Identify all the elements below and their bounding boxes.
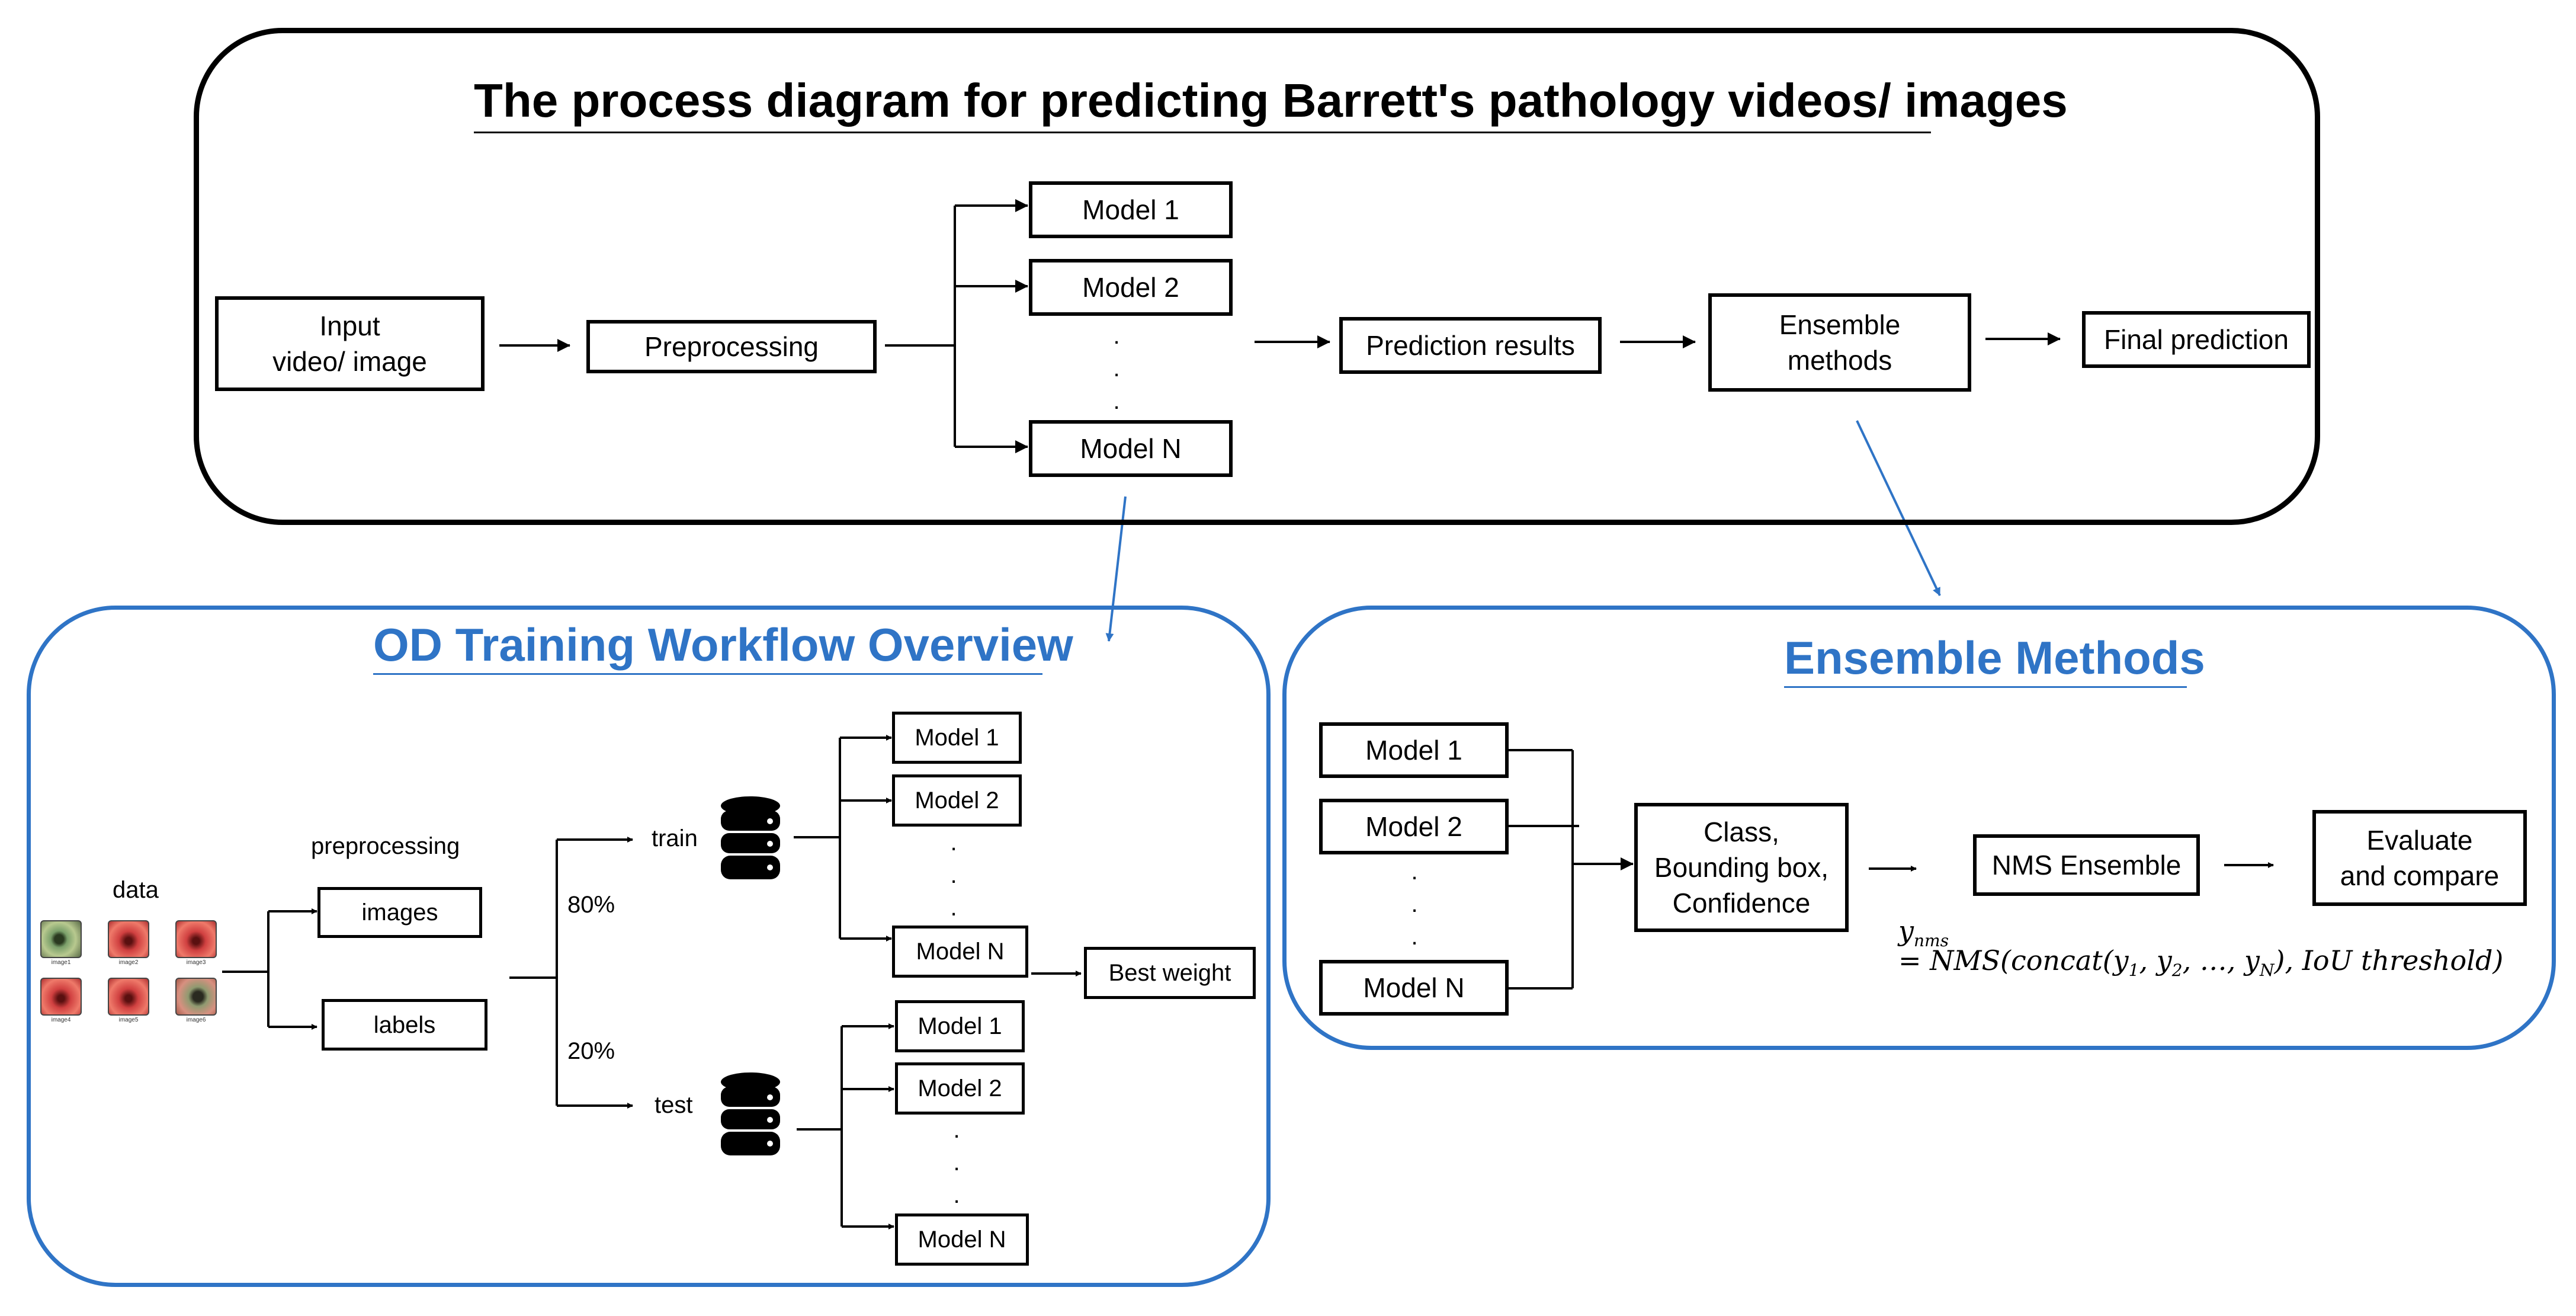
test-model-1-box: Model 1 [895, 1000, 1025, 1052]
thumbnail-caption: image1 [51, 959, 71, 966]
test-database-icon [721, 1072, 780, 1155]
data-thumbnail-6 [175, 978, 217, 1016]
nms-formula-lhs: ynms [1898, 915, 1949, 951]
prediction-process-panel [194, 28, 2320, 525]
model-2-box: Model 2 [1029, 259, 1233, 316]
test-model-2-box: Model 2 [895, 1062, 1025, 1115]
input-box: Input video/ image [215, 296, 485, 391]
ensemble-methods-box: Ensemble methods [1708, 293, 1971, 392]
blue-arrow-to-ensemble [1856, 420, 1941, 596]
thumbnail-caption: image3 [186, 959, 206, 966]
thumbnail-caption: image4 [51, 1017, 71, 1023]
thumbnail-caption: image2 [118, 959, 139, 966]
data-thumbnail-4 [40, 978, 82, 1016]
thumbnail-caption: image6 [186, 1017, 206, 1023]
od-training-title: OD Training Workflow Overview [373, 616, 1073, 675]
train-database-icon [721, 796, 780, 879]
evaluate-compare-box: Evaluate and compare [2312, 810, 2527, 906]
main-title: The process diagram for predicting Barre… [474, 71, 2068, 133]
ensemble-model-ellipsis: . . . [1411, 859, 1418, 950]
test-model-n-box: Model N [895, 1213, 1029, 1266]
prediction-results-box: Prediction results [1339, 317, 1602, 374]
train-model-2-box: Model 2 [892, 774, 1022, 827]
data-thumbnail-1 [40, 920, 82, 958]
train-label: train [652, 825, 698, 851]
ensemble-methods-panel [1282, 606, 2556, 1050]
od-training-panel [27, 606, 1271, 1287]
thumbnail-caption: image5 [118, 1017, 139, 1023]
best-weight-box: Best weight [1084, 947, 1256, 999]
model-ellipsis: . . . [1113, 323, 1120, 414]
model-1-box: Model 1 [1029, 181, 1233, 238]
train-split-percent: 80% [567, 892, 615, 918]
images-box: images [317, 887, 482, 938]
ensemble-methods-title: Ensemble Methods [1784, 629, 2205, 688]
nms-formula-rhs: = NMS(concat(y1, y2, …, yN), IoU thresho… [1898, 944, 2504, 981]
test-model-ellipsis: . . . [953, 1117, 960, 1208]
ensemble-model-2-box: Model 2 [1319, 799, 1509, 854]
ensemble-model-1-box: Model 1 [1319, 722, 1509, 778]
train-model-n-box: Model N [892, 926, 1028, 978]
test-label: test [655, 1092, 693, 1118]
ensemble-outputs-box: Class, Bounding box, Confidence [1634, 803, 1849, 932]
data-label: data [113, 877, 159, 903]
ensemble-model-n-box: Model N [1319, 960, 1509, 1016]
model-n-box: Model N [1029, 420, 1233, 477]
train-model-1-box: Model 1 [892, 712, 1022, 764]
preprocessing-box: Preprocessing [586, 320, 877, 373]
data-thumbnail-2 [108, 920, 149, 958]
final-prediction-box: Final prediction [2082, 311, 2311, 368]
train-model-ellipsis: . . . [950, 830, 957, 921]
labels-box: labels [322, 999, 487, 1051]
data-thumbnail-3 [175, 920, 217, 958]
test-split-percent: 20% [567, 1038, 615, 1064]
preprocessing-label: preprocessing [311, 833, 460, 859]
data-thumbnail-5 [108, 978, 149, 1016]
nms-ensemble-box: NMS Ensemble [1973, 834, 2200, 896]
